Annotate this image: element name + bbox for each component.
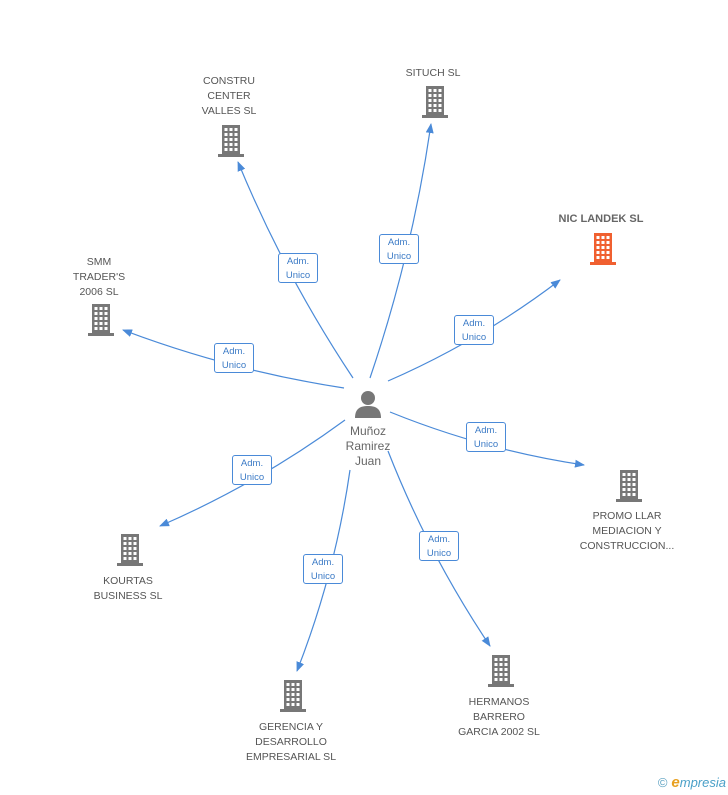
relation-label[interactable]: Adm. Unico [278,253,318,283]
center-person[interactable] [352,388,384,420]
company-name[interactable]: KOURTAS BUSINESS SL [93,575,163,602]
relation-label[interactable]: Adm. Unico [454,315,494,345]
relation-label[interactable]: Adm. Unico [303,554,343,584]
building-icon [590,233,616,265]
company-name[interactable]: SITUCH SL [405,67,461,79]
company-node[interactable] [419,85,451,119]
company-name[interactable]: PROMO LLAR MEDIACION Y CONSTRUCCION... [579,510,675,552]
company-node[interactable] [215,124,247,158]
relation-label[interactable]: Adm. Unico [379,234,419,264]
building-icon [422,86,448,118]
company-node[interactable] [277,679,309,713]
relation-label[interactable]: Adm. Unico [419,531,459,561]
brand-logo-initial: e [671,774,680,791]
relation-label[interactable]: Adm. Unico [214,343,254,373]
company-node[interactable] [587,232,619,266]
company-name[interactable]: NIC LANDEK SL [558,213,644,225]
company-node[interactable] [485,654,517,688]
company-node[interactable] [114,533,146,567]
footer-brand: ©empresia [658,774,726,791]
building-icon [88,304,114,336]
building-icon [280,680,306,712]
company-node[interactable] [85,303,117,337]
building-icon [488,655,514,687]
building-icon [218,125,244,157]
building-icon [117,534,143,566]
relation-label[interactable]: Adm. Unico [232,455,272,485]
person-icon [355,391,381,418]
company-name[interactable]: HERMANOS BARRERO GARCIA 2002 SL [458,696,540,738]
company-name[interactable]: GERENCIA Y DESARROLLO EMPRESARIAL SL [245,721,337,763]
relation-label[interactable]: Adm. Unico [466,422,506,452]
brand-logo-text: mpresia [679,775,726,790]
company-name[interactable]: SMM TRADER'S 2006 SL [72,256,126,298]
copyright-symbol: © [657,775,668,790]
center-person-name[interactable]: Muñoz Ramirez Juan [345,424,391,468]
company-node[interactable] [613,469,645,503]
company-name[interactable]: CONSTRU CENTER VALLES SL [201,75,257,117]
building-icon [616,470,642,502]
